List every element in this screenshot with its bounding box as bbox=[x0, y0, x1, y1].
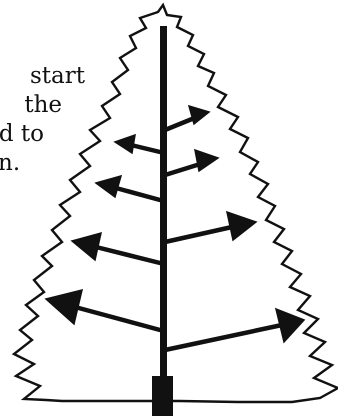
caption-line-3: d to bbox=[0, 120, 44, 149]
caption-line-4: n. bbox=[0, 149, 9, 178]
caption-line-1: start bbox=[0, 62, 85, 91]
tree-trunk bbox=[160, 26, 167, 406]
tree-stump bbox=[152, 376, 173, 416]
caption-text: start the d to n. bbox=[0, 62, 118, 178]
caption-line-2: the bbox=[0, 91, 62, 120]
